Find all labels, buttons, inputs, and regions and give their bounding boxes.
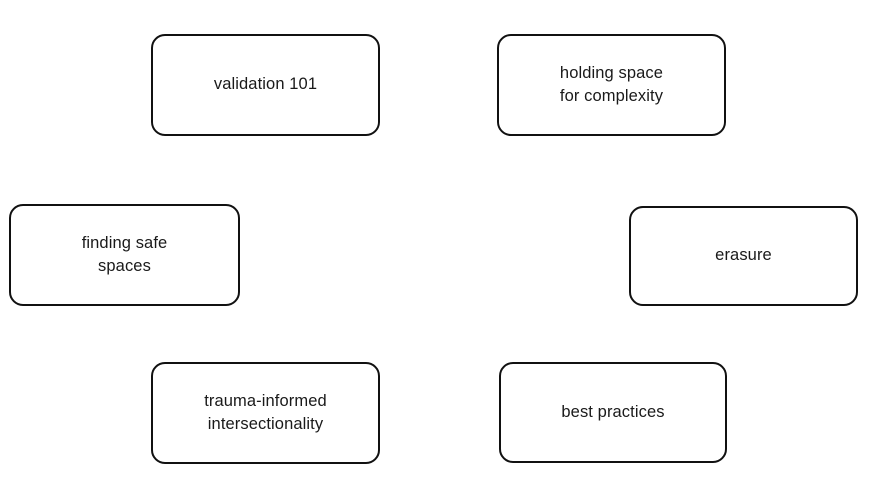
node-label: best practices bbox=[561, 402, 665, 421]
node-validation-101[interactable]: validation 101 bbox=[151, 34, 380, 136]
node-holding-space-for-complexity[interactable]: holding space for complexity bbox=[497, 34, 726, 136]
node-label: trauma-informed intersectionality bbox=[204, 391, 327, 433]
node-finding-safe-spaces[interactable]: finding safe spaces bbox=[9, 204, 240, 306]
node-label: validation 101 bbox=[213, 75, 318, 94]
node-label: erasure bbox=[715, 246, 772, 265]
node-best-practices[interactable]: best practices bbox=[499, 362, 727, 463]
node-trauma-informed-intersectionality[interactable]: trauma-informed intersectionality bbox=[151, 362, 380, 464]
node-label: finding safe spaces bbox=[81, 233, 168, 275]
node-erasure[interactable]: erasure bbox=[629, 206, 858, 306]
node-label: holding space for complexity bbox=[559, 63, 664, 105]
